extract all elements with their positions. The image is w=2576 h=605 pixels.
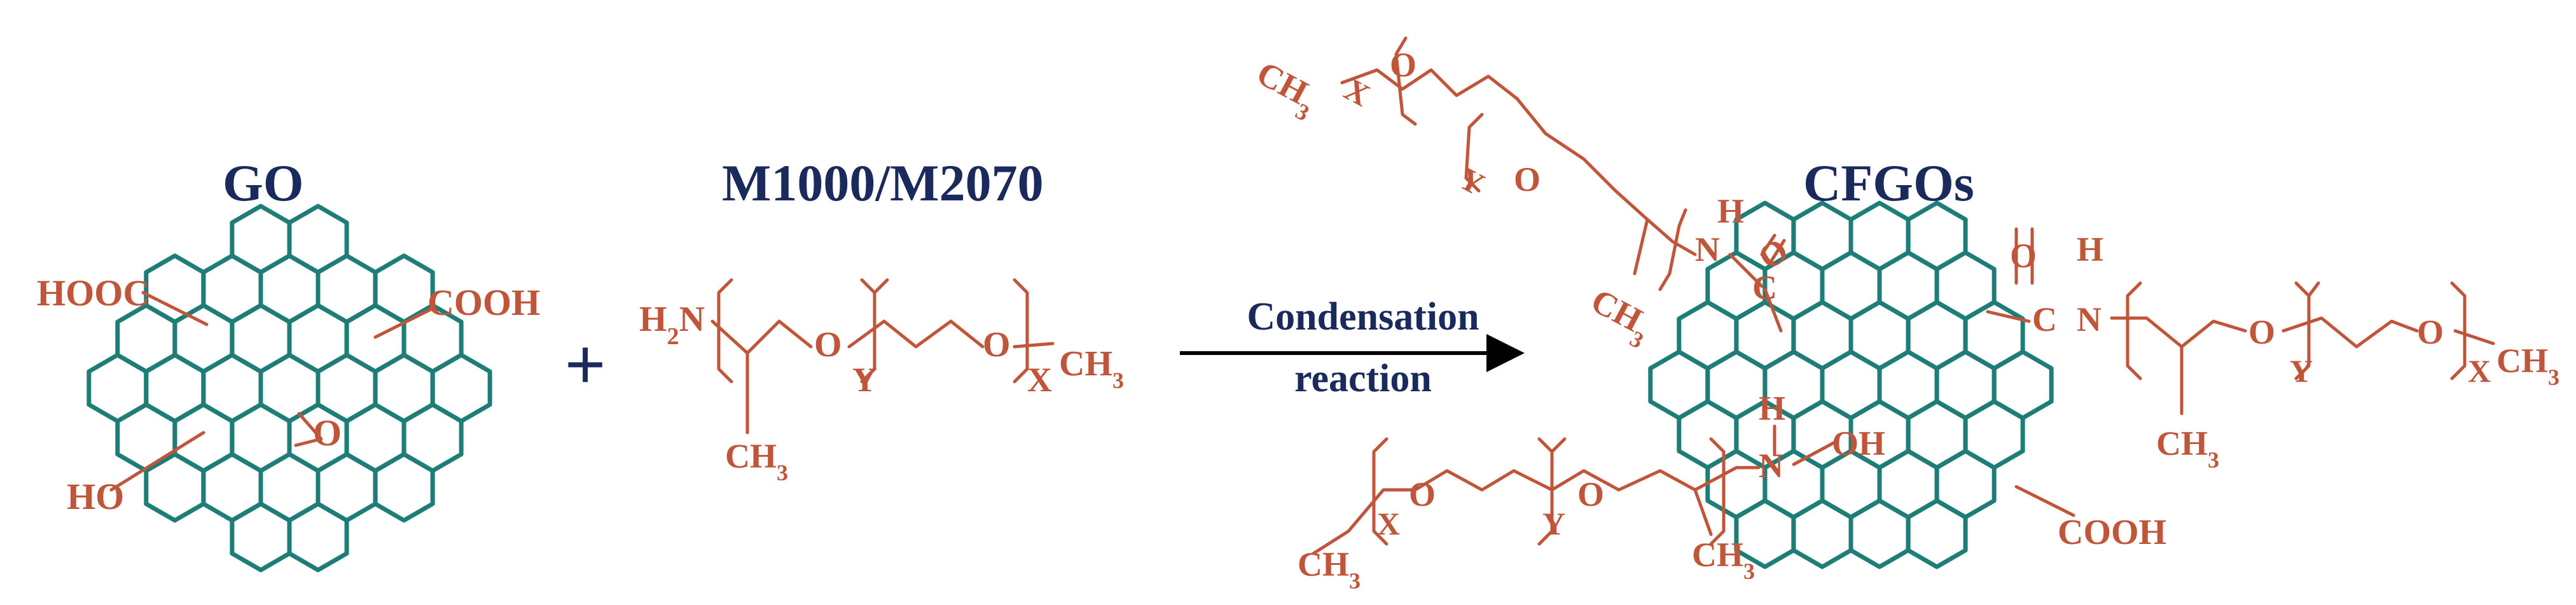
right-chain-carbonyl-o: O [2010,237,2037,275]
amine-x: X [1027,361,1052,399]
bond-hydroxyl [109,431,205,492]
cfgos-title: CFGOs [1803,154,1974,212]
right-chain-y: Y [2290,353,2313,389]
graphene-hexagon [287,501,349,573]
right-chain-h: H [2077,230,2103,268]
top-chain-methyl: CH3 [1580,281,1658,354]
bottom-chain-y: Y [1542,506,1565,541]
bottom-chain-ch3: CH3 [1298,545,1361,594]
bottom-chain-h: H [1759,389,1785,428]
go-group-hydroxyl: HO [67,476,124,517]
amine-title: M1000/M2070 [722,154,1044,212]
amine-chain-bonds [710,278,1055,435]
product-cooh: COOH [2058,513,2166,552]
go-reactant: GO HOOC COOH HO O [37,154,540,573]
right-chain-o2: O [2417,313,2444,351]
graphene-hexagon [1791,498,1853,569]
right-chain-methyl: CH3 [2156,424,2219,473]
bottom-chain-x: X [1377,506,1400,541]
bottom-chain [1312,424,1837,555]
amine-h: H [639,300,667,339]
go-title: GO [223,154,304,212]
reaction-arrow: Condensation reaction [1180,295,1525,400]
bottom-chain-o1: O [1409,475,1436,513]
amine-y: Y [852,361,877,399]
plus-icon: + [565,325,606,403]
right-chain [1986,227,2495,415]
amine-h2n: H2N [639,300,705,350]
product-hydroxyl: OH [1832,424,1885,462]
top-chain-ch3: CH3 [1246,53,1324,126]
bond-cooh-right [373,307,434,339]
amine-end-methyl: CH3 [1059,344,1124,393]
go-graphene-sheet [87,204,492,573]
amine-reactant: M1000/M2070 H2N O O Y X CH3 CH3 [639,154,1124,485]
go-group-hooc: HOOC [37,272,149,314]
graphene-hexagon [1848,498,1911,569]
go-group-epoxide: O [313,412,342,454]
top-chain-y: Y [1453,160,1490,202]
amine-n: N [679,300,705,339]
graphene-hexagon [1734,498,1796,569]
top-chain-o1: O [1390,46,1416,84]
top-chain-n: N [1695,230,1720,268]
amine-o2: O [983,325,1011,365]
right-chain-end-methyl: CH3 [2496,342,2559,390]
arrow-label-line2: reaction [1294,357,1432,400]
bottom-chain-o2: O [1577,475,1604,513]
amine-h-sub: 2 [667,323,679,350]
amine-methyl: CH3 [725,437,788,485]
right-chain-o1: O [2248,313,2275,351]
product-cooh-bond [2014,485,2075,517]
top-chain [1340,36,1786,333]
bottom-chain-methyl: CH3 [1692,536,1755,584]
bond-cooh-left [141,291,209,326]
cfgos-product: CFGOs CH3 X O Y O CH3 N H O C [1246,36,2559,594]
graphene-hexagon [373,452,435,523]
bottom-chain-n: N [1759,447,1783,485]
top-chain-x: X [1339,71,1376,113]
go-bonds [109,291,434,492]
right-chain-x: X [2468,353,2491,389]
graphene-hexagon [230,501,292,573]
graphene-hexagon [1906,498,1968,569]
top-chain-h: H [1717,192,1744,230]
arrow-label-line1: Condensation [1247,295,1479,338]
go-group-cooh: COOH [427,282,540,323]
bond-epoxide [294,412,323,447]
amine-o1: O [814,325,842,365]
right-chain-n: N [2077,300,2102,338]
top-chain-o2: O [1514,160,1541,198]
right-chain-c: C [2032,300,2057,338]
top-chain-c: C [1752,268,1777,307]
